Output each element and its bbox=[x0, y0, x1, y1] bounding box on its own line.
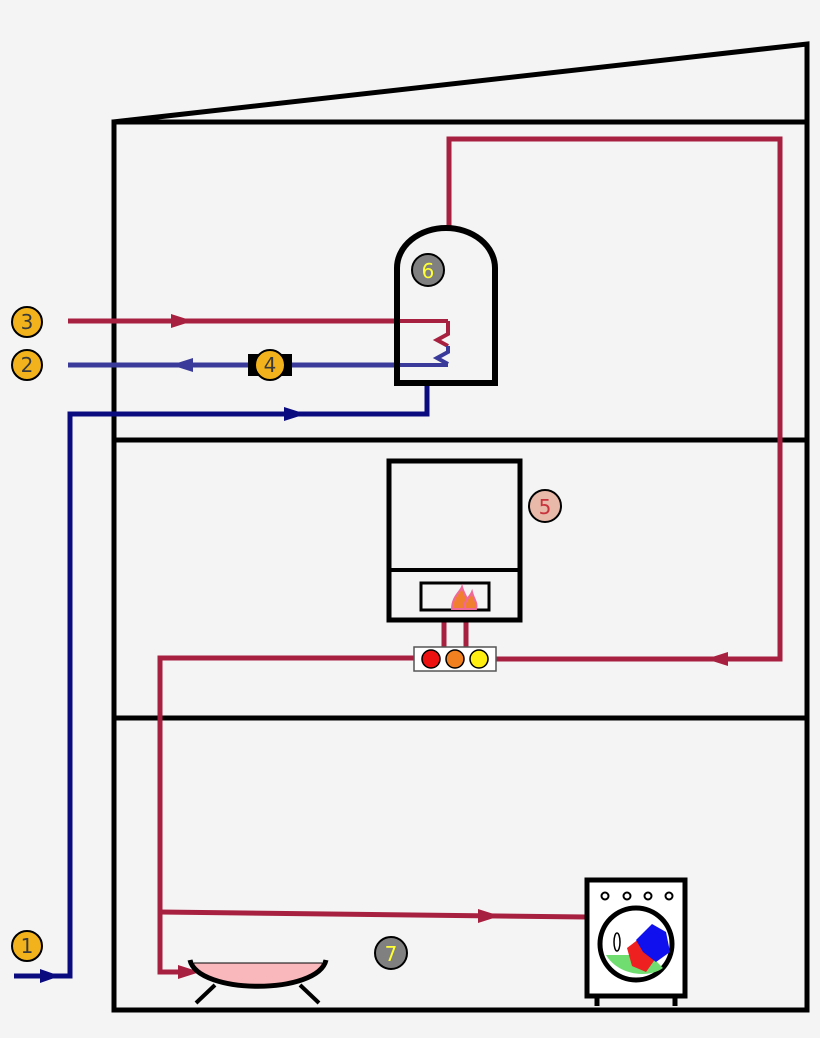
badge-2-label: 2 bbox=[21, 353, 34, 377]
badge-5-label: 5 bbox=[539, 495, 552, 519]
washer-feed-arrow bbox=[478, 909, 500, 923]
indicator-yellow bbox=[469, 649, 489, 669]
badge-1: 1 bbox=[11, 930, 43, 962]
hot-supply-arrow bbox=[171, 314, 193, 328]
laundry-red bbox=[627, 938, 656, 972]
indicator-red bbox=[421, 649, 441, 669]
badge-7-label: 7 bbox=[385, 942, 398, 966]
roof-line bbox=[112, 41, 810, 125]
dial-knob bbox=[664, 891, 674, 901]
laundry-blue bbox=[636, 924, 670, 962]
return-arrow bbox=[171, 358, 193, 372]
washing-machine-icon bbox=[584, 877, 688, 1006]
control-manifold-icon bbox=[413, 646, 497, 672]
badge-3: 3 bbox=[11, 306, 43, 338]
bathtub-icon bbox=[187, 959, 329, 1005]
tub-feed-arrow bbox=[178, 965, 200, 979]
badge-2: 2 bbox=[11, 349, 43, 381]
badge-4-label: 4 bbox=[264, 353, 277, 377]
cold-up-arrow bbox=[284, 407, 306, 421]
wall-boiler-icon bbox=[386, 458, 523, 623]
dial-knob bbox=[600, 891, 610, 901]
indicator-orange bbox=[445, 649, 465, 669]
flame-icon-small bbox=[462, 588, 478, 610]
boiler-riser-pipes bbox=[441, 620, 469, 650]
badge-7: 7 bbox=[374, 936, 408, 970]
badge-1-label: 1 bbox=[21, 934, 34, 958]
badge-3-label: 3 bbox=[21, 310, 34, 334]
dial-knob bbox=[643, 891, 653, 901]
hot-distribution-pipe bbox=[157, 655, 587, 975]
door-handle bbox=[613, 932, 621, 952]
building-walls bbox=[111, 119, 810, 1013]
cold-water-supply-pipe bbox=[14, 378, 430, 979]
heating-return-arrow bbox=[706, 652, 728, 666]
badge-6-label: 6 bbox=[422, 259, 435, 283]
cold-inlet-arrow bbox=[40, 969, 60, 983]
badge-5: 5 bbox=[528, 489, 562, 523]
badge-6: 6 bbox=[411, 253, 445, 287]
hot-supply-pipe-3 bbox=[68, 318, 451, 349]
dial-knob bbox=[622, 891, 632, 901]
water-heater-tank-icon bbox=[394, 225, 498, 386]
badge-4: 4 bbox=[254, 349, 286, 381]
building-outline bbox=[111, 41, 810, 1013]
tank-heating-loop-pipe bbox=[446, 136, 783, 662]
tank-coil bbox=[400, 319, 450, 367]
